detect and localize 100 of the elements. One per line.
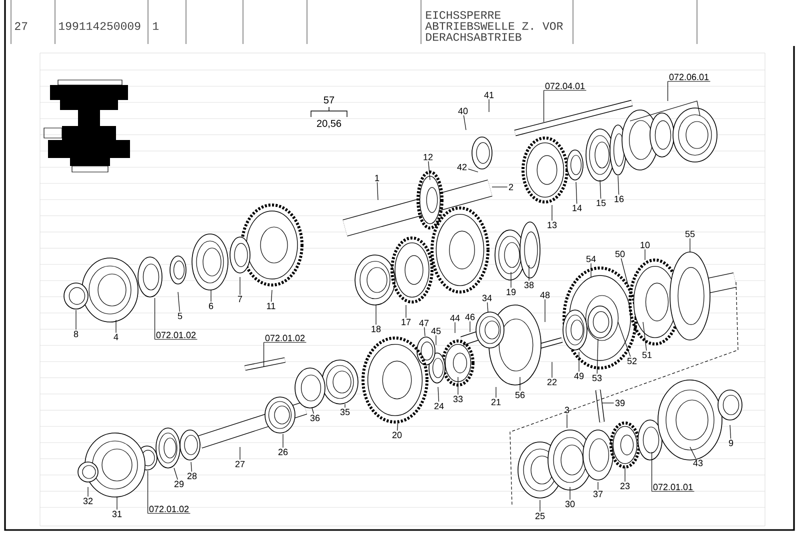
callout-number: 18 [372,326,381,332]
callout-number: 7 [238,296,242,302]
callout-number: 11 [267,302,276,310]
callout-number: 44 [450,314,460,322]
callout-number: 48 [540,292,550,298]
reference-number: 072.01.02 [147,506,191,514]
leader-line [492,186,508,188]
leader-line [397,420,398,431]
callout-number: 17 [402,318,411,326]
callout-number: 28 [187,472,197,480]
reference-number: 072.01.02 [263,334,307,343]
callout-number: 55 [685,230,695,238]
callout-number: 13 [548,222,557,228]
table-cell: ABTRIEBSWELLE Z. VOR [425,22,563,30]
leader-line [424,327,426,336]
table-cell: EICHSSPERRE [426,11,500,19]
callout-number: 2 [508,184,514,190]
leader-line [344,404,346,408]
callout-number: 24 [434,402,444,410]
leader-line [454,322,456,334]
leader-line [667,81,668,102]
leader-line [590,263,592,278]
callout-number: 36 [310,414,320,422]
reference-number: 072.01.02 [154,332,198,340]
leader-line [210,290,212,302]
callout-number: 19 [506,288,516,296]
leader-line [510,272,512,288]
leader-line [730,424,732,439]
leader-line [624,466,626,482]
callout-number: 32 [83,498,93,504]
leader-line [116,496,118,510]
callout-number: 56 [515,392,525,398]
group-number: 57 [324,96,334,104]
callout-number: 4 [114,334,118,340]
callout-number: 14 [572,204,582,212]
callout-number: 51 [642,352,652,358]
leader-line [566,414,568,428]
leader-line [468,168,478,172]
callout-number: 54 [586,256,596,262]
callout-number: 34 [482,294,492,302]
reference-number: 072.06.01 [667,74,711,82]
leader-line [190,462,192,472]
leader-line [488,99,490,112]
callout-number: 31 [112,510,122,518]
callout-number: 49 [574,372,584,380]
callout-number: 1 [375,174,380,182]
callout-number: 9 [728,440,734,446]
leader-line [544,299,546,322]
callout-number: 41 [484,92,494,98]
leader-line [487,302,488,312]
leader-line [438,386,440,402]
callout-number: 35 [340,408,350,416]
callout-number: 37 [593,490,603,498]
leader-line [528,264,530,281]
leader-line [543,90,544,122]
table-cell: 27 [15,22,28,30]
callout-number: 5 [178,312,182,320]
leader-line [174,468,178,480]
callout-number: 25 [535,512,545,520]
reference-number: 072.01.01 [651,484,695,492]
leader-line [576,182,578,204]
table-cell: 199114250009 [59,22,140,30]
leader-line [644,249,646,260]
callout-number: 47 [419,320,429,326]
callout-number: 43 [693,460,703,466]
callout-number: 26 [278,448,288,456]
leader-line [620,258,628,286]
callout-number: 52 [627,358,637,364]
callout-number: 20 [392,432,402,438]
leader-line [578,352,580,372]
leader-line [178,292,180,312]
leader-line [600,180,602,199]
callout-number: 22 [547,378,557,386]
leader-line [618,322,631,357]
callout-number: 42 [457,164,467,170]
callout-number: 45 [431,328,441,334]
leader-line [651,452,652,492]
callout-number: 8 [74,330,78,338]
callout-number: 39 [615,400,625,406]
callout-number: 3 [564,406,570,414]
leader-line [428,161,430,180]
callout-number: 10 [640,242,650,248]
callout-number: 30 [565,500,575,508]
leader-line [596,338,598,374]
leader-line [463,115,466,130]
leader-line [282,434,284,448]
callout-number: 16 [614,196,624,202]
leader-line [618,176,620,195]
callout-number: 38 [524,282,534,288]
callout-number: 50 [615,250,625,258]
leader-line [376,182,378,200]
callout-number: 6 [208,302,214,310]
callout-number: 46 [465,314,475,320]
callout-number: 27 [235,460,245,468]
leader-line [263,342,264,368]
callout-number: 15 [596,200,606,206]
callout-number: 33 [453,396,463,402]
leader-line [147,470,148,514]
leader-line [642,322,647,351]
callout-number: 53 [592,374,602,382]
